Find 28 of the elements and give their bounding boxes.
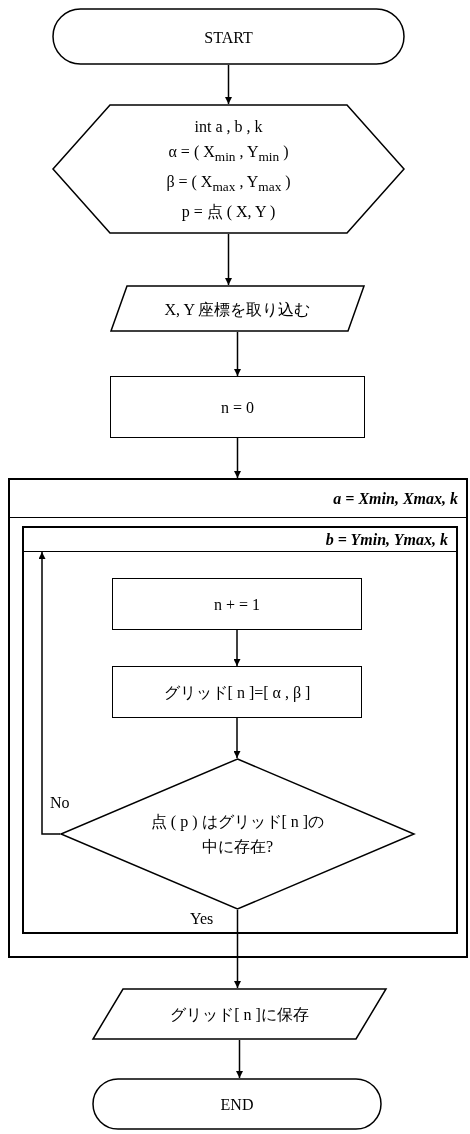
arrow — [233, 717, 241, 759]
node-text: int a , b , k — [194, 116, 263, 137]
process-box — [112, 666, 362, 718]
loop-box — [8, 478, 468, 958]
arrow — [236, 1039, 243, 1079]
node-text: n = 0 — [221, 397, 254, 418]
arrow — [234, 437, 241, 479]
node-text: n + = 1 — [213, 594, 260, 615]
loop-condition: b = Ymin, Ymax, k — [325, 530, 448, 549]
node-text: X, Y 座標を取り込む — [164, 299, 311, 320]
node-text: グリッド[ n ]に保存 — [170, 1004, 309, 1025]
arrow — [234, 909, 241, 989]
node-text: END — [220, 1094, 254, 1115]
node-text: START — [204, 27, 253, 47]
arrow — [225, 233, 232, 286]
node-text: β = ( X$_{max}$ , Y$_{max}$ ) — [166, 172, 291, 197]
node-text: 点 ( p ) はグリッド[ n ]の中に存在? — [149, 812, 326, 857]
arrow — [234, 331, 241, 377]
arrow — [233, 629, 241, 667]
process-box — [112, 578, 362, 630]
node-text: α = ( X$_{min}$ , Y$_{min}$ ) — [168, 141, 289, 166]
loop-box — [22, 526, 458, 934]
arrow — [38, 551, 61, 835]
loop-condition: a = Xmin, Xmax, k — [333, 489, 458, 508]
node-text: グリッド[ n ]=[ α , β ] — [163, 682, 311, 704]
process-box — [110, 376, 365, 438]
arrow — [225, 64, 232, 105]
node-text: p = 点 ( X, Y ) — [181, 202, 276, 223]
